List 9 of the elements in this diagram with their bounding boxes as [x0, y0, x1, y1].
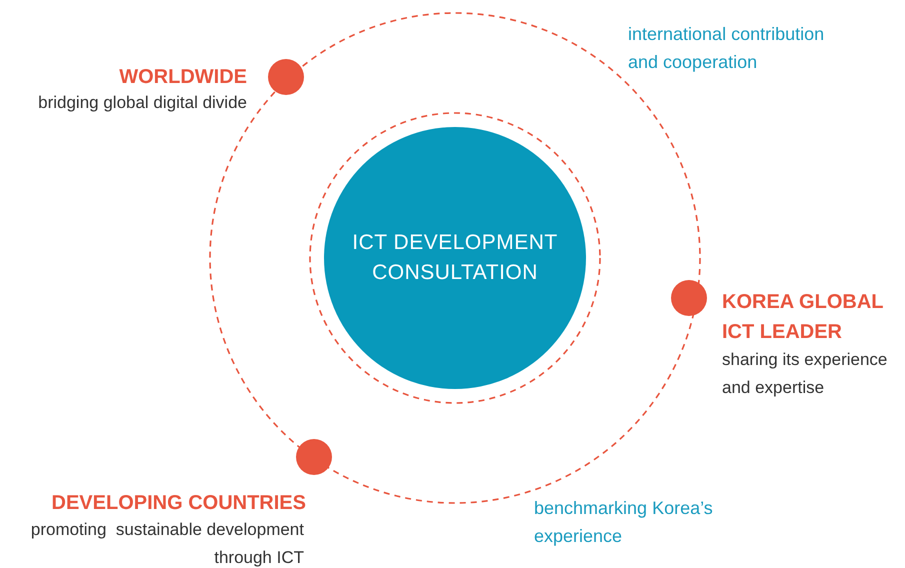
heading: KOREA GLOBAL ICT LEADER: [722, 290, 884, 345]
caption-text: benchmarking Korea’s experience: [534, 497, 714, 548]
circle-title: ICT DEVELOPMENT CONSULTATION: [351, 230, 559, 286]
caption-text: international contribution and cooperation: [628, 23, 826, 74]
description: promoting sustainable development through ICT: [30, 519, 304, 568]
heading: DEVELOPING COUNTRIES: [50, 491, 306, 516]
description: bridging global digital divide: [37, 92, 247, 114]
heading: WORLDWIDE: [118, 65, 247, 90]
description: sharing its experience and expertise: [722, 349, 888, 399]
